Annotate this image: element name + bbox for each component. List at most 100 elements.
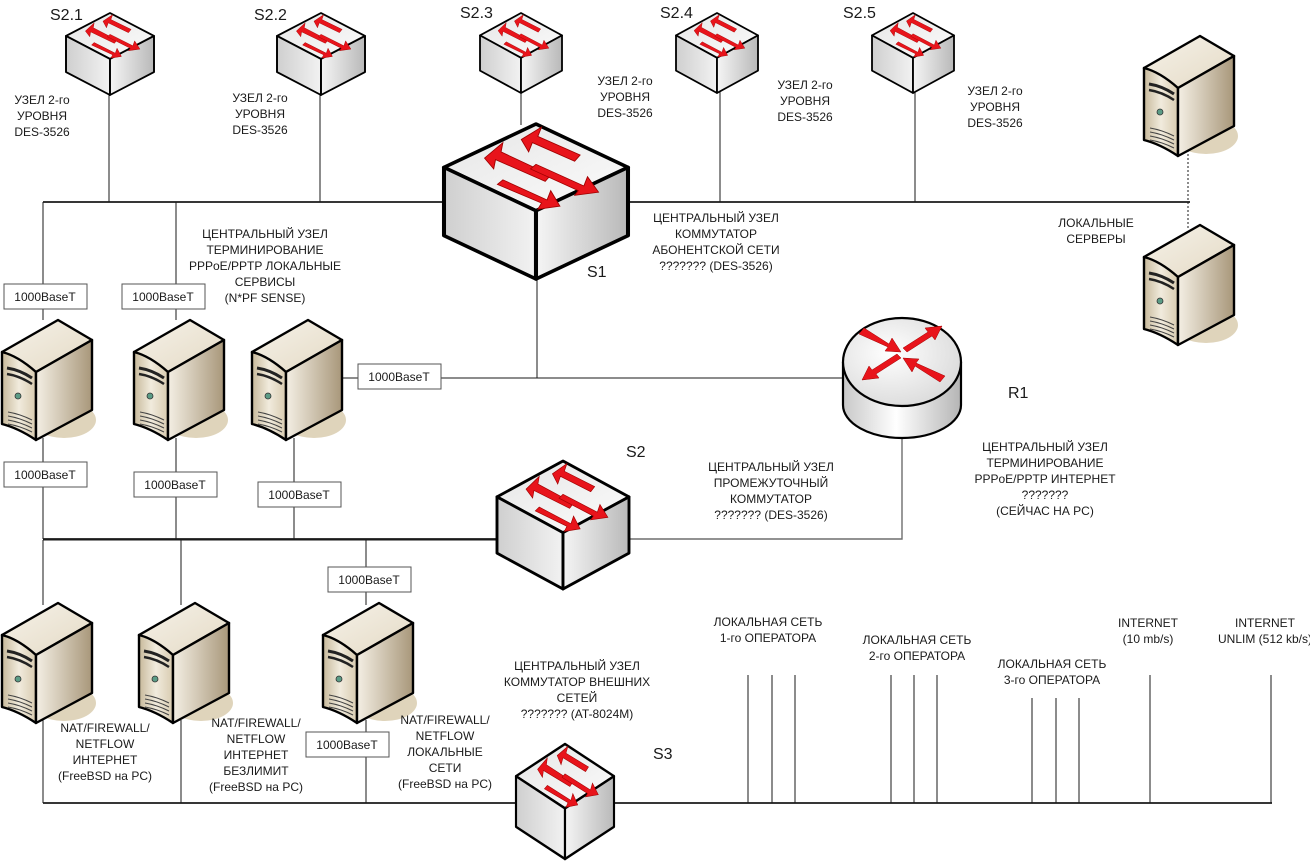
- external-drops: [747, 675, 1272, 803]
- switch-desc: УРОВНЯ: [235, 107, 285, 121]
- switch-desc: АБОНЕНТСКОЙ СЕТИ: [652, 242, 779, 257]
- switch-icon: [495, 459, 631, 591]
- switch-desc: КОММУТАТОР ВНЕШНИХ: [504, 675, 650, 689]
- external-network-desc: UNLIM (512 kb/s): [1218, 632, 1310, 646]
- server-icon: [321, 601, 419, 725]
- external-network-desc: ЛОКАЛЬНАЯ СЕТЬ: [714, 615, 823, 629]
- switch-desc: УЗЕЛ 2-го: [14, 93, 70, 107]
- nat-desc: NAT/FIREWALL/: [211, 716, 301, 730]
- nat-server-1[interactable]: NAT/FIREWALL/ NETFLOW ИНТЕРНЕТ (FreeBSD …: [0, 601, 152, 783]
- link-label-box: 1000BaseT: [121, 283, 206, 310]
- link-label-box: 1000BaseT: [305, 731, 390, 758]
- switch-desc: УЗЕЛ 2-го: [232, 91, 288, 105]
- external-network-desc: 2-го ОПЕРАТОРА: [869, 649, 965, 663]
- pppoe-servers[interactable]: ЦЕНТРАЛЬНЫЙ УЗЕЛ ТЕРМИНИРОВАНИЕ PPPoE/PP…: [0, 226, 348, 442]
- switch-icon: [514, 742, 616, 861]
- switch-desc: ??????? (DES-3526): [714, 508, 827, 522]
- router-r1[interactable]: R1 ЦЕНТРАЛЬНЫЙ УЗЕЛ ТЕРМИНИРОВАНИЕ PPPoE…: [841, 316, 1116, 518]
- local-servers-desc: ЛОКАЛЬНЫЕ: [1058, 216, 1134, 230]
- external-network-2: ЛОКАЛЬНАЯ СЕТЬ 2-го ОПЕРАТОРА: [863, 633, 972, 663]
- nat-desc: NAT/FIREWALL/: [400, 713, 490, 727]
- nat-desc: NETFLOW: [416, 729, 475, 743]
- nat-server-2[interactable]: NAT/FIREWALL/ NETFLOW ИНТЕРНЕТ БЕЗЛИМИТ …: [137, 601, 303, 794]
- switch-s2-5[interactable]: S2.5 УЗЕЛ 2-го УРОВНЯ DES-3526: [843, 5, 1023, 130]
- server-icon: [0, 601, 98, 725]
- nat-desc: (FreeBSD на PC): [398, 777, 492, 791]
- server-icon: [1142, 223, 1240, 347]
- pppoe-desc: (N*PF SENSE): [225, 291, 306, 305]
- switch-s2-1[interactable]: S2.1 УЗЕЛ 2-го УРОВНЯ DES-3526: [14, 7, 155, 139]
- switch-desc: DES-3526: [14, 125, 70, 139]
- router-name: R1: [1008, 385, 1029, 402]
- link-label-text: 1000BaseT: [338, 573, 400, 587]
- switch-s1[interactable]: S1 ЦЕНТРАЛЬНЫЙ УЗЕЛ КОММУТАТОР АБОНЕНТСК…: [444, 124, 780, 281]
- switch-s2-3[interactable]: S2.3 УЗЕЛ 2-го УРОВНЯ DES-3526: [460, 5, 653, 120]
- switch-desc: УЗЕЛ 2-го: [777, 78, 833, 92]
- switch-icon: [65, 12, 155, 96]
- switch-desc: DES-3526: [597, 106, 653, 120]
- local-servers[interactable]: ЛОКАЛЬНЫЕ СЕРВЕРЫ: [1058, 34, 1240, 347]
- external-network-desc: 3-го ОПЕРАТОРА: [1004, 673, 1100, 687]
- server-icon: [1142, 34, 1240, 158]
- links: [42, 92, 1272, 804]
- pppoe-desc: СЕРВИСЫ: [235, 275, 296, 289]
- link-label-text: 1000BaseT: [316, 738, 378, 752]
- switch-desc: ЦЕНТРАЛЬНЫЙ УЗЕЛ: [708, 459, 834, 474]
- nat-desc: ИНТЕРНЕТ: [224, 748, 289, 762]
- external-network-internet: INTERNET (10 mb/s): [1118, 616, 1179, 646]
- switch-s2-2[interactable]: S2.2 УЗЕЛ 2-го УРОВНЯ DES-3526: [232, 7, 366, 137]
- switch-name: S2.1: [50, 7, 83, 24]
- link-label-text: 1000BaseT: [368, 370, 430, 384]
- link-label-text: 1000BaseT: [132, 290, 194, 304]
- switch-desc: DES-3526: [232, 123, 288, 137]
- external-network-desc: ЛОКАЛЬНАЯ СЕТЬ: [998, 657, 1107, 671]
- link-label-box: 1000BaseT: [3, 283, 88, 310]
- switch-desc: ??????? (DES-3526): [659, 259, 772, 273]
- router-desc: ЦЕНТРАЛЬНЫЙ УЗЕЛ: [982, 439, 1108, 454]
- router-desc: ???????: [1022, 488, 1069, 502]
- switch-desc: DES-3526: [777, 110, 833, 124]
- nat-desc: БЕЗЛИМИТ: [223, 764, 289, 778]
- server-icon: [132, 318, 230, 442]
- link-label-box: 1000BaseT: [327, 566, 412, 593]
- local-servers-desc: СЕРВЕРЫ: [1066, 232, 1125, 246]
- external-network-internet-unlim: INTERNET UNLIM (512 kb/s): [1218, 616, 1310, 646]
- external-network-desc: INTERNET: [1118, 616, 1179, 630]
- switch-desc: ЦЕНТРАЛЬНЫЙ УЗЕЛ: [514, 658, 640, 673]
- nat-desc: NETFLOW: [227, 732, 286, 746]
- switch-desc: УРОВНЯ: [600, 90, 650, 104]
- switch-desc: ??????? (AT-8024M): [521, 707, 634, 721]
- switch-desc: УРОВНЯ: [17, 109, 67, 123]
- link-labels: 1000BaseT 1000BaseT 1000BaseT 1000BaseT …: [3, 283, 442, 758]
- external-network-desc: ЛОКАЛЬНАЯ СЕТЬ: [863, 633, 972, 647]
- link-label-text: 1000BaseT: [14, 468, 76, 482]
- switch-desc: УЗЕЛ 2-го: [597, 74, 653, 88]
- nat-desc: (FreeBSD на PC): [209, 780, 303, 794]
- switch-icon: [444, 124, 628, 279]
- server-icon: [137, 601, 235, 725]
- link-label-text: 1000BaseT: [14, 290, 76, 304]
- nat-server-3[interactable]: NAT/FIREWALL/ NETFLOW ЛОКАЛЬНЫЕ СЕТИ (Fr…: [321, 601, 492, 791]
- pppoe-desc: ТЕРМИНИРОВАНИЕ: [206, 243, 323, 257]
- switch-name: S3: [653, 746, 673, 763]
- external-network-desc: INTERNET: [1235, 616, 1296, 630]
- switch-s3[interactable]: S3 ЦЕНТРАЛЬНЫЙ УЗЕЛ КОММУТАТОР ВНЕШНИХ С…: [504, 658, 673, 861]
- switch-desc: DES-3526: [967, 116, 1023, 130]
- switch-icon: [871, 12, 955, 94]
- switch-name: S2.5: [843, 5, 876, 22]
- nat-desc: NETFLOW: [76, 737, 135, 751]
- switch-name: S2.3: [460, 5, 493, 22]
- switch-s2-4[interactable]: S2.4 УЗЕЛ 2-го УРОВНЯ DES-3526: [660, 5, 833, 124]
- pppoe-desc: PPPoE/PPTP ЛОКАЛЬНЫЕ: [189, 259, 341, 273]
- switch-icon: [276, 12, 366, 96]
- switch-name: S2.4: [660, 5, 693, 22]
- router-desc: PPPoE/PPTP ИНТЕРНЕТ: [974, 472, 1116, 486]
- nat-desc: СЕТИ: [429, 761, 462, 775]
- switch-name: S2.2: [254, 7, 287, 24]
- switch-desc: СЕТЕЙ: [557, 690, 598, 705]
- switch-s2[interactable]: S2 ЦЕНТРАЛЬНЫЙ УЗЕЛ ПРОМЕЖУТОЧНЫЙ КОММУТ…: [495, 444, 834, 591]
- switch-desc: КОММУТАТОР: [730, 492, 812, 506]
- pppoe-desc: ЦЕНТРАЛЬНЫЙ УЗЕЛ: [202, 226, 328, 241]
- router-desc: (СЕЙЧАС НА PC): [996, 503, 1094, 518]
- external-network-3: ЛОКАЛЬНАЯ СЕТЬ 3-го ОПЕРАТОРА: [998, 657, 1107, 687]
